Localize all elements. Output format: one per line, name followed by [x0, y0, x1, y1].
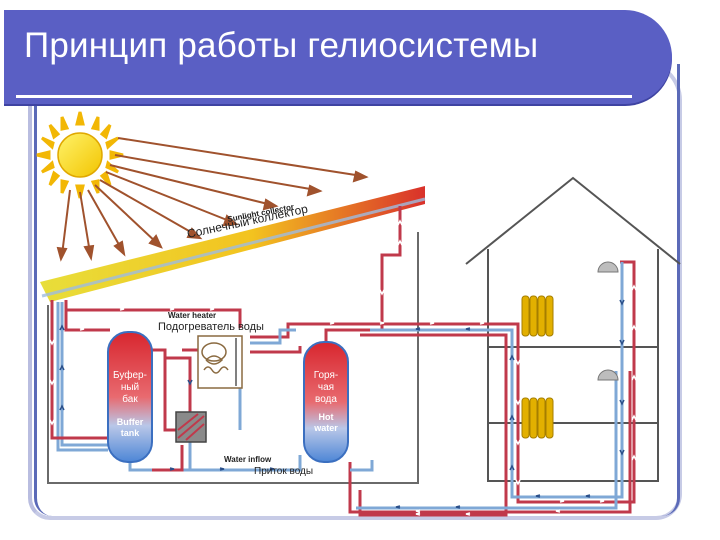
inflow-label-ru: Приток воды: [254, 466, 313, 477]
water-heater-icon: [197, 335, 243, 389]
title-bar: [4, 10, 672, 104]
flow-arrows: [49, 219, 637, 516]
sun-rays: [56, 137, 369, 262]
slide-frame-inner: [34, 64, 680, 516]
tap-icon: [597, 261, 619, 273]
pipe-network: [50, 206, 636, 517]
hot-tank-label-en-2: water: [313, 423, 338, 433]
hot-tank-label-ru-2: чая: [318, 382, 334, 393]
sun-icon: [36, 111, 124, 199]
heater-label-en: Water heater: [168, 311, 216, 320]
buffer-tank: [107, 331, 153, 463]
heater-label-ru: Подогреватель воды: [158, 321, 264, 333]
heat-exchanger-icon: [175, 411, 207, 443]
radiator-icon: [521, 295, 554, 337]
hot-tank-label-en-1: Hot: [319, 412, 334, 422]
solar-collector: [40, 186, 426, 302]
slide-title: Принцип работы гелиосистемы: [24, 26, 539, 65]
radiator-icon: [521, 397, 554, 439]
hot-tank-label-ru-3: вода: [315, 394, 337, 405]
tap-icon: [597, 369, 619, 381]
inflow-label-en: Water inflow: [224, 455, 272, 464]
hot-tank-label-ru-1: Горя-: [314, 370, 339, 381]
title-underline: [16, 95, 632, 98]
buffer-label-en-1: Buffer: [117, 417, 144, 427]
buffer-label-en-2: tank: [121, 428, 141, 438]
buffer-label-ru-2: ный: [121, 382, 139, 393]
utility-building: [47, 232, 419, 484]
buffer-label-ru-1: Буфер-: [113, 369, 147, 381]
buffer-label-ru-3: бак: [122, 393, 138, 405]
hot-water-tank: [303, 341, 349, 463]
